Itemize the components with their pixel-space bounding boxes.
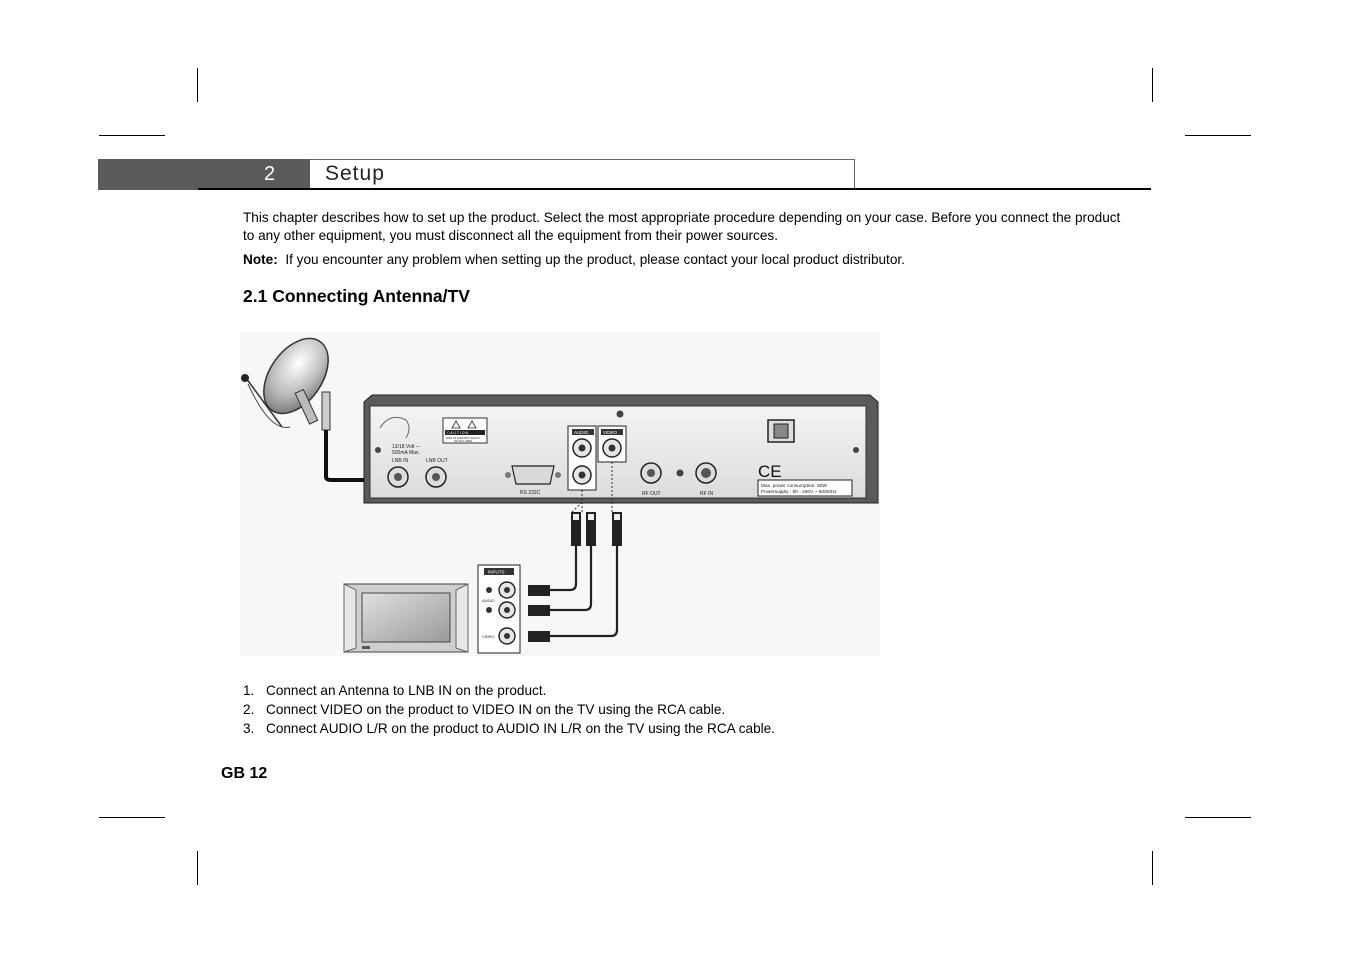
power-supply-text: Powersupply : 90 - 250V ~ 50/60Hz xyxy=(761,489,837,495)
step-text: Connect an Antenna to LNB IN on the prod… xyxy=(266,683,547,698)
crop-mark xyxy=(99,135,165,136)
crop-mark xyxy=(1152,68,1153,102)
power-switch xyxy=(767,419,795,443)
rf-out-label: RF OUT xyxy=(642,491,661,497)
note-label: Note: xyxy=(243,252,278,267)
step-text: Connect VIDEO on the product to VIDEO IN… xyxy=(266,702,726,717)
tv-inputs-label: INPUTS xyxy=(488,570,505,575)
power-rating-label: Max. power consumption: 30W Powersupply … xyxy=(757,479,853,497)
crop-mark xyxy=(1185,135,1251,136)
tv-video-label: VIDEO xyxy=(482,634,494,639)
av-output-panel: AUDIO VIDEO xyxy=(567,425,627,491)
audio-out-label: AUDIO xyxy=(574,430,589,435)
connection-diagram: 13/18 Volt --- 500mA Max. LNB IN LNB OUT… xyxy=(240,332,880,656)
list-item: 1. Connect an Antenna to LNB IN on the pr… xyxy=(243,683,546,698)
crop-mark xyxy=(197,68,198,102)
list-item: 3. Connect AUDIO L/R on the product to AU… xyxy=(243,721,775,736)
crop-mark xyxy=(99,817,165,818)
chapter-title-box xyxy=(310,159,855,189)
power-consumption-text: Max. power consumption: 30W xyxy=(761,483,827,489)
receiver-rear-panel: 13/18 Volt --- 500mA Max. LNB IN LNB OUT… xyxy=(363,394,879,504)
lnb-out-connector xyxy=(425,466,447,488)
lnb-out-label: LNB OUT xyxy=(426,458,448,464)
note-text: If you encounter any problem when settin… xyxy=(285,252,905,267)
step-number: 3. xyxy=(243,721,255,736)
ce-mark: CE xyxy=(758,462,782,481)
satellite-dish xyxy=(241,337,380,482)
television xyxy=(343,583,469,653)
chapter-rule xyxy=(198,188,1151,190)
rs232-label: RS 232C xyxy=(520,490,541,496)
rf-out-connector xyxy=(640,462,662,484)
section-heading: 2.1 Connecting Antenna/TV xyxy=(243,286,470,306)
note-paragraph: Note: If you encounter any problem when … xyxy=(243,251,1123,269)
lnb-in-connector xyxy=(387,466,409,488)
chapter-bar xyxy=(98,159,310,190)
caution-label: C A U T I O N RISK OF ELECTRIC SHOCK DO … xyxy=(442,417,488,444)
list-item: 2. Connect VIDEO on the product to VIDEO … xyxy=(243,702,725,717)
tv-audio-label: AUDIO xyxy=(482,598,495,603)
tv-input-panel: INPUTS AUDIO VIDEO xyxy=(477,564,521,654)
chapter-number: 2 xyxy=(264,163,276,185)
lnb-in-label: LNB IN xyxy=(392,458,409,464)
crop-mark xyxy=(197,851,198,885)
crop-mark xyxy=(1152,851,1153,885)
step-text: Connect AUDIO L/R on the product to AUDI… xyxy=(266,721,776,736)
step-number: 1. xyxy=(243,683,255,698)
crop-mark xyxy=(1185,817,1251,818)
step-number: 2. xyxy=(243,702,255,717)
rf-in-connector xyxy=(695,462,717,484)
chapter-title: Setup xyxy=(325,162,385,185)
rca-cables xyxy=(528,462,622,642)
video-out-label: VIDEO xyxy=(603,430,618,435)
lnb-spec-label: 13/18 Volt --- xyxy=(392,444,421,450)
caution-text: C A U T I O N xyxy=(447,431,469,435)
caution-sub-text: RISK OF ELECTRIC SHOCK xyxy=(446,436,480,440)
rs232-port xyxy=(505,465,561,485)
rf-in-label: RF IN xyxy=(700,491,713,497)
caution-sub-text-2: DO NOT OPEN xyxy=(454,439,472,443)
intro-paragraph: This chapter describes how to set up the… xyxy=(243,210,1121,243)
lnb-current-label: 500mA Max. xyxy=(392,450,420,456)
page-number: GB 12 xyxy=(221,765,268,782)
